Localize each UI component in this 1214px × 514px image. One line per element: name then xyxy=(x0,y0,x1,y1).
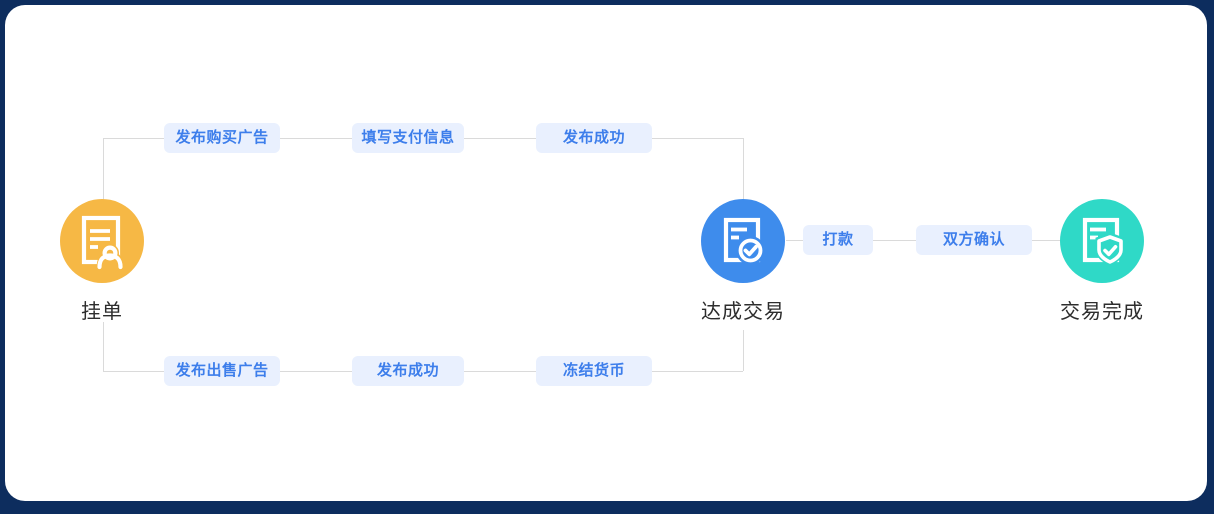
step-pill-make-payment: 打款 xyxy=(803,225,873,255)
document-shield-icon xyxy=(1082,217,1125,266)
document-check-icon xyxy=(723,217,765,265)
step-pill-both-confirm: 双方确认 xyxy=(916,225,1032,255)
step-pill-fill-payment-info: 填写支付信息 xyxy=(352,123,464,153)
flow-node-place-order xyxy=(60,199,144,283)
step-pill-publish-success-bottom: 发布成功 xyxy=(352,356,464,386)
document-user-icon xyxy=(81,215,124,270)
node-label-trade-complete: 交易完成 xyxy=(1060,301,1144,323)
step-pill-publish-sell-ad: 发布出售广告 xyxy=(164,356,280,386)
step-pill-publish-success-top: 发布成功 xyxy=(536,123,652,153)
node-label-deal-reached: 达成交易 xyxy=(701,301,785,323)
step-pill-freeze-currency: 冻结货币 xyxy=(536,356,652,386)
connector-left-vertical-down xyxy=(103,322,104,371)
flow-node-deal-reached xyxy=(701,199,785,283)
connector-left-vertical-up xyxy=(103,138,104,200)
connector-mid-vertical-up xyxy=(743,138,744,200)
flow-node-trade-complete xyxy=(1060,199,1144,283)
step-pill-publish-buy-ad: 发布购买广告 xyxy=(164,123,280,153)
connector-mid-vertical-down xyxy=(743,330,744,371)
node-label-place-order: 挂单 xyxy=(81,301,123,323)
